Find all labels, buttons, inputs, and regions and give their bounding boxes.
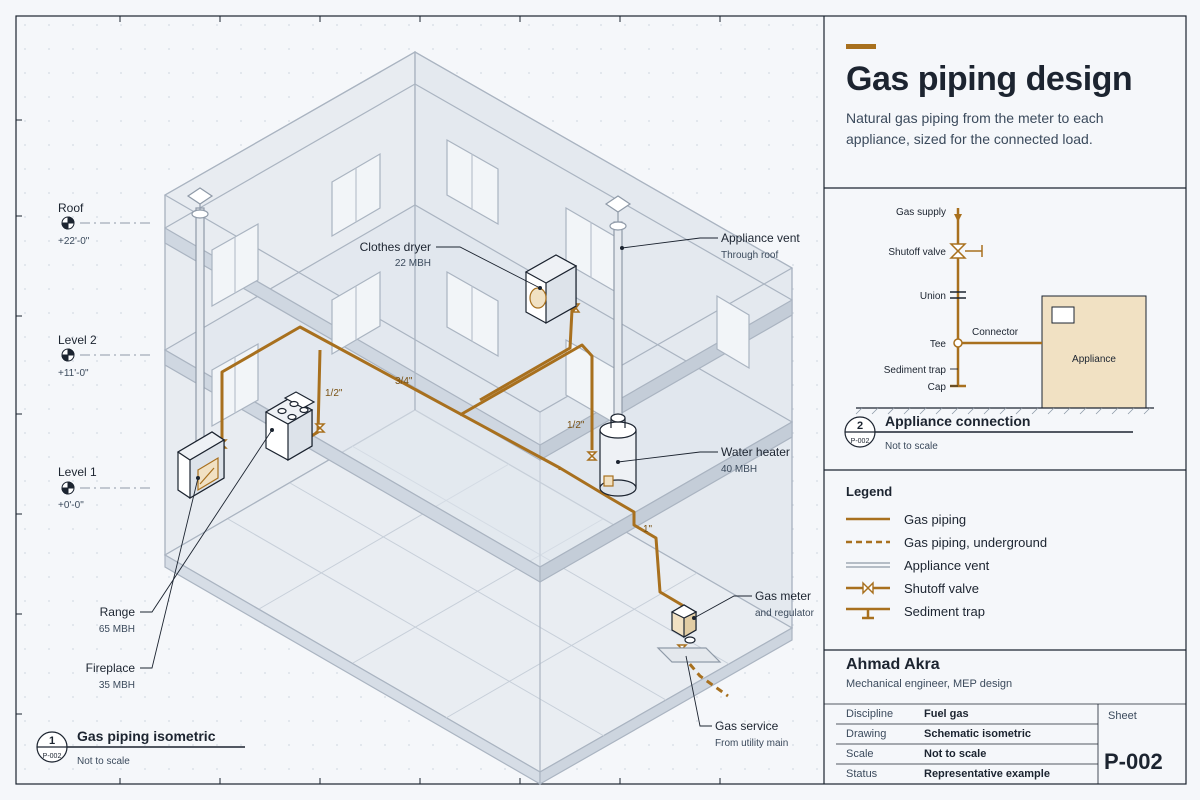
- meta-discipline-key: Discipline: [846, 708, 894, 720]
- title-block: Gas piping design Natural gas piping fro…: [824, 16, 1186, 784]
- detail-appliance: Appliance: [1072, 354, 1116, 365]
- building: [163, 50, 794, 786]
- meta-discipline-value: Fuel gas: [924, 708, 969, 720]
- level-2-name: Level 2: [58, 333, 97, 347]
- legend-solid-line-icon: [846, 517, 890, 521]
- level-roof-elev: +22'-0": [58, 236, 90, 247]
- meta-scale-key: Scale: [846, 748, 874, 760]
- legend-label: Sediment trap: [904, 604, 985, 619]
- sheet-border: [15, 15, 1187, 785]
- view-2-sheet-ref: P-002: [851, 438, 870, 445]
- label-gas-meter-note: and regulator: [755, 608, 815, 619]
- legend-trap-icon: [846, 607, 890, 620]
- detail-tee: Tee: [930, 339, 947, 350]
- view-2-number: 2: [857, 420, 863, 432]
- fireplace: [176, 431, 226, 500]
- legend-label: Gas piping: [904, 512, 967, 527]
- detail-cap: Cap: [928, 382, 947, 393]
- meta-scale-value: Not to scale: [924, 748, 987, 760]
- level-2-elev: +11'-0": [58, 368, 89, 379]
- sheet-number: P-002: [1104, 749, 1163, 774]
- label-water-heater: Water heater: [721, 445, 790, 459]
- legend-label: Gas piping, underground: [904, 535, 1048, 550]
- legend-item-gas-underground: Gas piping, underground: [846, 533, 1166, 553]
- label-fireplace-load: 35 MBH: [99, 680, 135, 691]
- meta-drawing-value: Schematic isometric: [924, 728, 1031, 740]
- author-role: Mechanical engineer, MEP design: [846, 678, 1013, 690]
- label-fireplace: Fireplace: [86, 661, 136, 675]
- legend-vent-line-icon: [846, 562, 890, 568]
- legend-dashed-line-icon: [846, 540, 890, 544]
- clothes-dryer: [524, 254, 578, 325]
- leader-lines: [140, 237, 752, 727]
- detail-union: Union: [920, 291, 946, 302]
- meta-drawing-key: Drawing: [846, 728, 887, 740]
- label-water-heater-load: 40 MBH: [721, 464, 757, 475]
- legend-label: Shutoff valve: [904, 581, 979, 596]
- legend-label: Appliance vent: [904, 558, 990, 573]
- detail-sediment-trap: Sediment trap: [884, 365, 947, 376]
- gas-meter: [656, 604, 722, 663]
- sheet-label: Sheet: [1108, 710, 1137, 722]
- level-1-elev: +0'-0": [58, 500, 84, 511]
- detail-gas-supply: Gas supply: [896, 207, 946, 218]
- appliance-vents: [186, 187, 632, 459]
- drawing-title: Gas piping design: [846, 60, 1133, 98]
- detail-shutoff-valve: Shutoff valve: [888, 247, 946, 258]
- appliance-connection-detail: [844, 208, 1154, 448]
- range: [264, 391, 316, 462]
- drawing-description: Natural gas piping from the meter to eac…: [846, 110, 1104, 147]
- label-clothes-dryer: Clothes dryer: [360, 240, 431, 254]
- water-heater: [599, 413, 637, 497]
- label-appliance-vent-note: Through roof: [721, 250, 778, 261]
- view-1-sheet-ref: P-002: [43, 753, 62, 760]
- legend-title: Legend: [846, 484, 893, 499]
- label-gas-meter: Gas meter: [755, 589, 811, 603]
- shutoff-valves: [216, 303, 688, 654]
- view-1-number: 1: [49, 735, 55, 747]
- accent-bar: [846, 44, 876, 49]
- legend-item-sediment-trap: Sediment trap: [846, 602, 1166, 622]
- legend-item-appliance-vent: Appliance vent: [846, 556, 1166, 576]
- author-name: Ahmad Akra: [846, 656, 940, 673]
- view-tag-1: [36, 731, 245, 763]
- view-1-scale: Not to scale: [77, 756, 130, 767]
- view-1-title: Gas piping isometric: [77, 728, 216, 744]
- label-gas-service: Gas service: [715, 719, 779, 733]
- meta-status-value: Representative example: [924, 768, 1050, 780]
- view-2-scale: Not to scale: [885, 441, 938, 452]
- pipe-size-main-upper: 3/4": [395, 376, 413, 387]
- label-appliance-vent: Appliance vent: [721, 231, 800, 245]
- label-clothes-dryer-load: 22 MBH: [395, 258, 431, 269]
- pipe-size-riser: 1/2": [325, 388, 343, 399]
- level-1-name: Level 1: [58, 465, 97, 479]
- label-range-load: 65 MBH: [99, 624, 135, 635]
- view-2-title: Appliance connection: [885, 413, 1030, 429]
- gas-piping-underground: [680, 654, 729, 698]
- legend-item-shutoff-valve: Shutoff valve: [846, 579, 1166, 599]
- legend-valve-icon: [846, 581, 890, 595]
- label-gas-service-note: From utility main: [715, 738, 788, 749]
- pipe-size-main-lower: 1": [643, 524, 653, 535]
- label-range: Range: [100, 605, 136, 619]
- legend-item-gas-piping: Gas piping: [846, 510, 1166, 530]
- level-markers: [61, 216, 150, 495]
- meta-status-key: Status: [846, 768, 878, 780]
- level-roof-name: Roof: [58, 201, 84, 215]
- detail-connector: Connector: [972, 327, 1019, 338]
- pipe-size-branch: 1/2": [567, 420, 585, 431]
